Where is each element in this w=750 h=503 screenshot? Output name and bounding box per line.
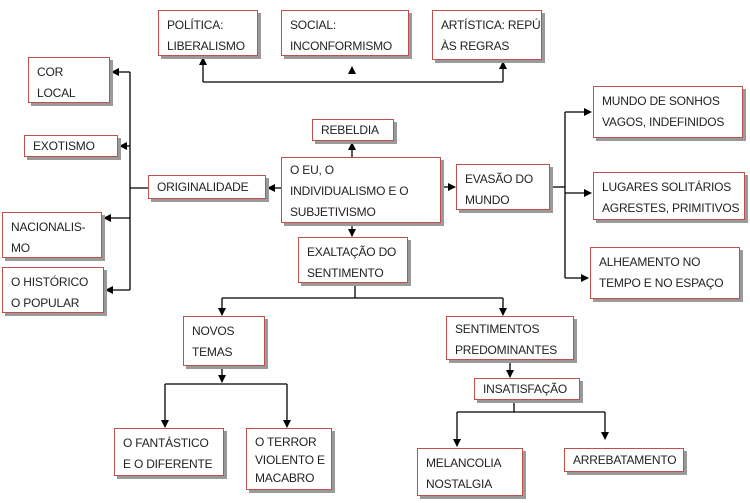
node-lugares: LUGARES SOLITÁRIOS AGRESTES, PRIMITIVOS [593, 172, 745, 220]
node-fantastico: O FANTÁSTICO E O DIFERENTE [114, 428, 224, 476]
node-sentimentos: SENTIMENTOS PREDOMINANTES [446, 316, 574, 360]
node-text: SUBJETIVISMO [290, 205, 376, 219]
node-alheamento: ALHEAMENTO NO TEMPO E NO ESPAÇO [590, 247, 740, 299]
node-text: O EU, O [290, 163, 334, 177]
node-text: POLÍTICA: [167, 18, 224, 32]
node-text: INSATISFAÇÃO [483, 382, 568, 396]
node-arrebatamento: ARREBATAMENTO [564, 448, 684, 472]
node-text: SENTIMENTOS [455, 322, 540, 336]
node-text: ORIGINALIDADE [157, 180, 249, 194]
node-text: PREDOMINANTES [455, 343, 558, 357]
node-originalidade: ORIGINALIDADE [148, 175, 266, 199]
node-terror: O TERROR VIOLENTO E MACABRO [246, 428, 332, 490]
node-evasao: EVASÃO DO MUNDO [456, 164, 550, 210]
node-historico: O HISTÓRICO O POPULAR [2, 267, 104, 313]
node-text: EXALTAÇÃO DO [307, 245, 397, 259]
node-exaltacao: EXALTAÇÃO DO SENTIMENTO [298, 237, 408, 283]
node-cor-local: COR LOCAL [28, 57, 110, 103]
node-nacionalismo: NACIONALIS- MO [2, 212, 102, 258]
node-text: NOVOS [192, 324, 235, 338]
node-text: NOSTALGIA [426, 477, 492, 491]
node-text: E O DIFERENTE [123, 457, 213, 471]
node-rebeldia: REBELDIA [312, 119, 394, 141]
node-text: ARREBATAMENTO [573, 453, 677, 467]
node-text: TEMAS [192, 345, 233, 359]
node-text: INDIVIDUALISMO E O [290, 184, 409, 198]
node-artistica: ARTÍSTICA: REPÚDIO ÀS REGRAS [432, 10, 542, 60]
node-text: ALHEAMENTO NO [599, 255, 701, 269]
node-text: LIBERALISMO [167, 39, 245, 53]
node-text: MO [11, 241, 30, 255]
node-text: ÀS REGRAS [441, 39, 510, 53]
node-text: O TERROR [255, 435, 317, 449]
node-text: SOCIAL: [290, 18, 336, 32]
node-social: SOCIAL: INCONFORMISMO [281, 10, 409, 56]
node-text: NACIONALIS- [11, 220, 86, 234]
node-text: COR [37, 65, 64, 79]
node-text: O POPULAR [11, 296, 80, 310]
node-text: LUGARES SOLITÁRIOS [602, 180, 732, 194]
node-text: VIOLENTO E [255, 453, 325, 467]
node-eu: O EU, O INDIVIDUALISMO E O SUBJETIVISMO [281, 157, 441, 223]
node-text: MELANCOLIA [426, 456, 502, 470]
node-text: EVASÃO DO [465, 172, 533, 186]
node-text: AGRESTES, PRIMITIVOS [602, 201, 740, 215]
node-text: VAGOS, INDEFINIDOS [602, 115, 725, 129]
node-text: TEMPO E NO ESPAÇO [599, 276, 724, 290]
node-melancolia: MELANCOLIA NOSTALGIA [417, 448, 523, 496]
node-sonhos: MUNDO DE SONHOS VAGOS, INDEFINIDOS [593, 86, 743, 138]
node-text: O HISTÓRICO [11, 275, 89, 289]
node-exotismo: EXOTISMO [24, 135, 118, 157]
node-text: LOCAL [37, 86, 76, 100]
node-text: EXOTISMO [33, 139, 95, 153]
node-text: INCONFORMISMO [290, 39, 393, 53]
node-politica: POLÍTICA: LIBERALISMO [158, 10, 258, 56]
node-text: MUNDO DE SONHOS [602, 94, 720, 108]
node-novos-temas: NOVOS TEMAS [183, 316, 265, 366]
node-text: SENTIMENTO [307, 266, 384, 280]
node-insatisfacao: INSATISFAÇÃO [474, 378, 580, 400]
node-text: O FANTÁSTICO [123, 436, 209, 450]
node-text: REBELDIA [321, 123, 379, 137]
node-text: MACABRO [255, 471, 315, 485]
node-text: MUNDO [465, 193, 510, 207]
node-text: ARTÍSTICA: REPÚDIO [441, 18, 541, 32]
